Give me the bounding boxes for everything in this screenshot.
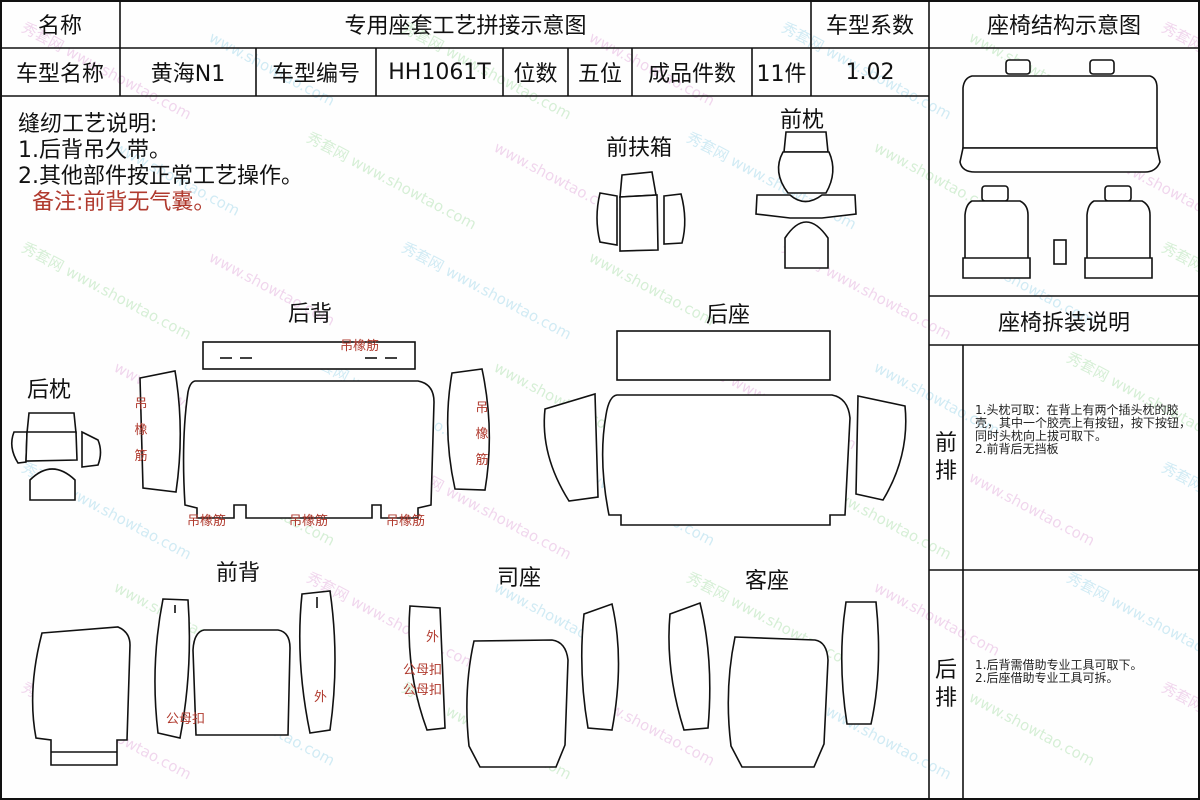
model-name: 黄海N1 (150, 62, 226, 87)
notes-line-2: 2.其他部件按正常工艺操作。 (18, 164, 303, 189)
label-front-back: 前背 (216, 561, 261, 586)
passenger-seat-pieces (668, 601, 880, 768)
page-title: 专用座套工艺拼接示意图 (344, 14, 587, 39)
label-rear-headrest: 后枕 (27, 378, 72, 403)
pieces-label: 成品件数 (647, 62, 736, 87)
sewing-notes: 缝纫工艺说明: 1.后背吊久带。 2.其他部件按正常工艺操作。 备注:前背无气囊… (18, 112, 303, 216)
hanging-band-vertical-right: 吊 橡 筋 (475, 396, 489, 474)
structure-title: 座椅结构示意图 (986, 14, 1141, 39)
hanging-band-label-top: 吊橡筋 (340, 339, 380, 354)
hanging-band-vertical-left: 吊 橡 筋 (134, 392, 148, 470)
install-title: 座椅拆装说明 (997, 310, 1130, 336)
rear-back-pieces (139, 341, 491, 519)
front-row-char-1: 前 (934, 430, 957, 456)
label-driver-seat: 司座 (497, 566, 542, 591)
label-front-headrest: 前枕 (780, 108, 825, 133)
hanging-band-v-1: 吊 (134, 397, 148, 412)
name-label: 名称 (37, 14, 82, 39)
front-armrest-pieces (596, 171, 686, 252)
model-code: HH1061T (388, 59, 491, 85)
front-back-pieces (31, 590, 336, 766)
rear-row-char-2: 排 (934, 685, 957, 711)
hanging-band-v-3: 筋 (134, 449, 148, 464)
hanging-band-v-2: 橡 (475, 427, 489, 442)
seats-value: 五位 (577, 62, 622, 87)
hanging-band-v-1: 吊 (475, 401, 489, 416)
model-code-label: 车型编号 (271, 62, 360, 87)
hanging-band-v-2: 橡 (134, 423, 148, 438)
rear-row-label: 后 排 (929, 570, 963, 799)
hanging-band-label-bottom-right: 吊橡筋 (386, 514, 426, 529)
outer-label-front-back: 外 (314, 690, 328, 705)
hanging-band-label-bottom-mid: 吊橡筋 (289, 514, 329, 529)
snap-label-driver-2: 公母扣 (403, 683, 443, 698)
hanging-band-v-3: 筋 (475, 453, 489, 468)
front-row-label: 前 排 (929, 345, 963, 570)
rear-row-instructions: 1.后背需借助专业工具可取下。 2.后座借助专业工具可拆。 (975, 658, 1143, 685)
notes-line-1: 1.后背吊久带。 (18, 138, 171, 163)
coef-value: 1.02 (845, 59, 895, 85)
driver-seat-pieces (408, 602, 620, 768)
hanging-band-label-bottom-left: 吊橡筋 (187, 514, 227, 529)
label-front-armrest: 前扶箱 (606, 136, 673, 161)
snap-label-driver-1: 公母扣 (403, 663, 443, 678)
label-rear-back: 后背 (288, 302, 333, 327)
seats-label: 位数 (513, 62, 558, 87)
snap-label-front-back: 公母扣 (166, 712, 206, 727)
seat-structure-drawing (959, 59, 1161, 279)
notes-remark: 备注:前背无气囊。 (32, 190, 216, 215)
outer-label-driver: 外 (426, 630, 440, 645)
front-row-instructions: 1.头枕可取：在背上有两个插头枕的胶壳，其中一个胶壳上有按钮，按下按钮，同时头枕… (975, 403, 1192, 456)
rear-headrest-pieces (10, 412, 102, 501)
model-name-label: 车型名称 (15, 62, 104, 87)
notes-heading: 缝纫工艺说明: (18, 112, 158, 137)
front-row-char-2: 排 (934, 458, 957, 484)
pieces-value: 11件 (756, 62, 807, 87)
label-rear-seat: 后座 (706, 303, 751, 328)
coef-label: 车型系数 (825, 14, 914, 39)
label-passenger-seat: 客座 (745, 569, 790, 594)
rear-row-char-1: 后 (934, 657, 957, 683)
front-headrest-pieces (755, 131, 857, 269)
rear-seat-pieces (543, 330, 907, 526)
